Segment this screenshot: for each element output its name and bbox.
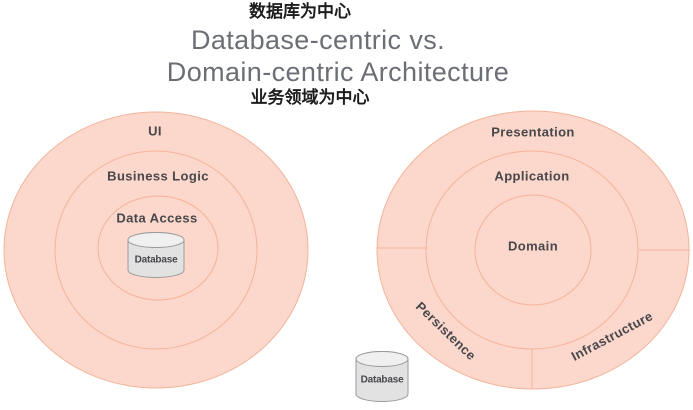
right-ring-label-domain: Domain bbox=[507, 238, 559, 254]
page-title-line-2: Domain-centric Architecture bbox=[166, 57, 510, 87]
left-ring-label-business-logic: Business Logic bbox=[107, 168, 209, 184]
right-ring-label-application: Application bbox=[494, 168, 570, 184]
right-cylinder-top bbox=[355, 351, 409, 367]
left-database-cylinder bbox=[127, 232, 185, 278]
left-cylinder-top bbox=[127, 232, 185, 248]
right-diagram-rings bbox=[376, 110, 690, 390]
right-database-label: Database bbox=[360, 374, 404, 386]
left-ring-label-ui: UI bbox=[148, 123, 162, 139]
annotation-database-centric: 数据库为中心 bbox=[249, 2, 351, 21]
right-database-cylinder bbox=[355, 351, 409, 402]
page-title-line-1: Database-centric vs. bbox=[190, 25, 446, 55]
left-database-label: Database bbox=[134, 254, 178, 266]
annotation-domain-centric: 业务领域为中心 bbox=[250, 88, 370, 107]
left-ring-label-data-access: Data Access bbox=[116, 210, 198, 226]
right-ring-label-presentation: Presentation bbox=[491, 124, 575, 140]
right-inner-ring bbox=[474, 194, 592, 306]
